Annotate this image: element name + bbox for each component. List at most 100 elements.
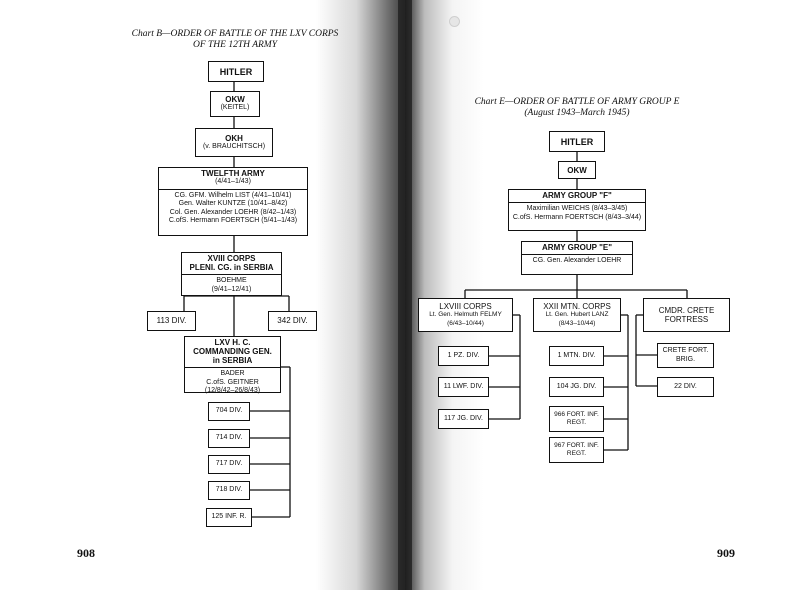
okw-label-right: OKW [567,165,587,175]
inf-125-label: 125 INF. R. [211,513,247,521]
army-group-f-commanders: Maximilian WEICHS (8/43–3/45) C.ofS. Her… [509,202,645,222]
army-group-e-label: ARMY GROUP "E" [542,243,612,252]
book-gutter [398,0,412,590]
div-714-label: 714 DIV. [215,434,243,442]
lwf-div-11-box: 11 LWF. DIV. [438,377,489,397]
div-113-label: 113 DIV. [156,315,187,325]
commander-line: C.ofS. Hermann FOERTSCH (5/41–1/43) [168,217,298,224]
okw-label: OKW [225,95,245,105]
div-717-label: 717 DIV. [215,460,243,468]
jg-div-104-box: 104 JG. DIV. [549,377,604,397]
xviii-corps-box: XVIII CORPS PLENI. CG. in SERBIA BOEHME … [181,252,282,296]
commander-line: (12/8/42–26/8/43) [204,387,261,394]
chart-e-title: Chart E—ORDER OF BATTLE OF ARMY GROUP E … [452,97,702,119]
xxii-mtn-corps-commander: Lt. Gen. Hubert LANZ (8/43–10/44) [534,311,620,328]
okw-box: OKW (KEITEL) [210,91,260,117]
okh-box: OKH (v. BRAUCHITSCH) [195,128,273,157]
fort-966-box: 966 FORT. INF. REGT. [549,406,604,432]
xviii-corps-label: XVIII CORPS [207,254,256,263]
fort-966-label: 966 FORT. INF. [554,410,599,418]
army-group-e-box: ARMY GROUP "E" CG. Gen. Alexander LOEHR [521,241,633,275]
hitler-box: HITLER [208,61,264,82]
okh-commander: (v. BRAUCHITSCH) [202,142,266,150]
jg-div-117-box: 117 JG. DIV. [438,409,489,429]
div-717-box: 717 DIV. [208,455,250,474]
fort-967-label: 967 FORT. INF. [554,441,599,449]
hitler-label: HITLER [219,66,253,77]
commander-line: (9/41–12/41) [211,285,252,293]
crete-fort-brig-box: CRETE FORT. BRIG. [657,343,714,368]
page-number-left: 908 [77,546,95,560]
lwf-div-11-label: 11 LWF. DIV. [443,382,484,390]
crete-fortress-box: CMDR. CRETE FORTRESS [643,298,730,332]
lxv-corps-subtitle: in SERBIA [212,356,253,365]
commander-line: CG. GFM. Wilhelm LIST (4/41–10/41) [174,191,292,199]
crete-fort-brig-label: CRETE FORT. [662,347,709,354]
army-group-e-commander: CG. Gen. Alexander LOEHR [522,254,632,266]
div-704-box: 704 DIV. [208,402,250,421]
div-22-box: 22 DIV. [657,377,714,397]
twelfth-army-box: TWELFTH ARMY (4/41–1/43) CG. GFM. Wilhel… [158,167,308,236]
army-group-f-box: ARMY GROUP "F" Maximilian WEICHS (8/43–3… [508,189,646,231]
chart-e-title-line1: Chart E—ORDER OF BATTLE OF ARMY GROUP E [474,97,680,107]
div-704-label: 704 DIV. [215,407,243,415]
crete-fortress-label: CMDR. CRETE [658,306,715,315]
pz-div-1-label: 1 PZ. DIV. [447,351,480,359]
mtn-div-1-label: 1 MTN. DIV. [557,351,596,359]
div-342-label: 342 DIV. [277,315,308,325]
right-page [405,0,800,590]
lxv-corps-commanders: BADER C.ofS. GEITNER (12/8/42–26/8/43) [185,367,280,396]
okw-box-right: OKW [558,161,596,179]
chart-b-title-line2: OF THE 12TH ARMY [192,40,277,50]
fort-967-box: 967 FORT. INF. REGT. [549,437,604,463]
chart-b-title-line1: Chart B—ORDER OF BATTLE OF THE LXV CORPS [131,29,339,39]
jg-div-104-label: 104 JG. DIV. [556,382,597,390]
page-number-right: 909 [717,546,735,560]
lxviii-corps-label: LXVIII CORPS [439,302,492,311]
twelfth-army-commanders: CG. GFM. Wilhelm LIST (4/41–10/41) Gen. … [159,188,307,226]
hitler-label-right: HITLER [560,136,594,147]
okh-label: OKH [225,133,243,143]
commander-line: Gen. Walter KUNTZE (10/41–8/42) [178,200,288,207]
commander-line: BOEHME [216,277,247,284]
commander-line: Lt. Gen. Hubert LANZ [545,311,609,318]
jg-div-117-label: 117 JG. DIV. [444,414,483,422]
commander-line: CG. Gen. Alexander LOEHR [532,257,622,264]
hitler-box-right: HITLER [549,131,605,152]
chart-b-title: Chart B—ORDER OF BATTLE OF THE LXV CORPS… [105,29,365,51]
mtn-div-1-box: 1 MTN. DIV. [549,346,604,366]
xxii-mtn-corps-label: XXII MTN. CORPS [543,302,611,311]
xxii-mtn-corps-box: XXII MTN. CORPS Lt. Gen. Hubert LANZ (8/… [533,298,621,332]
commander-line: (6/43–10/44) [447,319,484,327]
commander-line: (8/43–10/44) [558,319,596,327]
lxv-corps-subtitle: COMMANDING GEN. [193,347,272,356]
commander-line: Col. Gen. Alexander LOEHR (8/42–1/43) [169,208,297,216]
pz-div-1-box: 1 PZ. DIV. [438,346,489,366]
chart-e-title-line2: (August 1943–March 1945) [524,108,630,118]
commander-line: Lt. Gen. Helmuth FELMY [429,311,502,318]
crete-fort-brig-sub: BRIG. [675,355,696,363]
xviii-corps-subtitle: PLENI. CG. in SERBIA [189,263,274,272]
lxv-corps-label: LXV H. C. [214,338,251,347]
commander-line: C.ofS. GEITNER [206,378,259,386]
crete-fortress-subtitle: FORTRESS [664,315,709,324]
twelfth-army-label: TWELFTH ARMY [201,169,265,178]
inf-125-box: 125 INF. R. [206,508,252,527]
twelfth-army-dates: (4/41–1/43) [215,178,251,185]
fort-967-sub: REGT. [566,450,587,457]
lxv-corps-box: LXV H. C. COMMANDING GEN. in SERBIA BADE… [184,336,281,396]
army-group-f-label: ARMY GROUP "F" [542,191,612,200]
lxviii-corps-box: LXVIII CORPS Lt. Gen. Helmuth FELMY (6/4… [418,298,513,332]
commander-line: C.ofS. Hermann FOERTSCH (8/43–3/44) [512,213,642,221]
fort-966-sub: REGT. [566,419,587,426]
div-22-label: 22 DIV. [674,382,697,390]
div-113-box: 113 DIV. [147,311,196,331]
commander-line: BADER [220,370,245,377]
commander-line: Maximilian WEICHS (8/43–3/45) [526,205,628,212]
xviii-corps-commander: BOEHME (9/41–12/41) [182,274,281,294]
page-hole [449,16,460,27]
okw-commander: (KEITEL) [220,104,250,112]
div-342-box: 342 DIV. [268,311,317,331]
div-714-box: 714 DIV. [208,429,250,448]
